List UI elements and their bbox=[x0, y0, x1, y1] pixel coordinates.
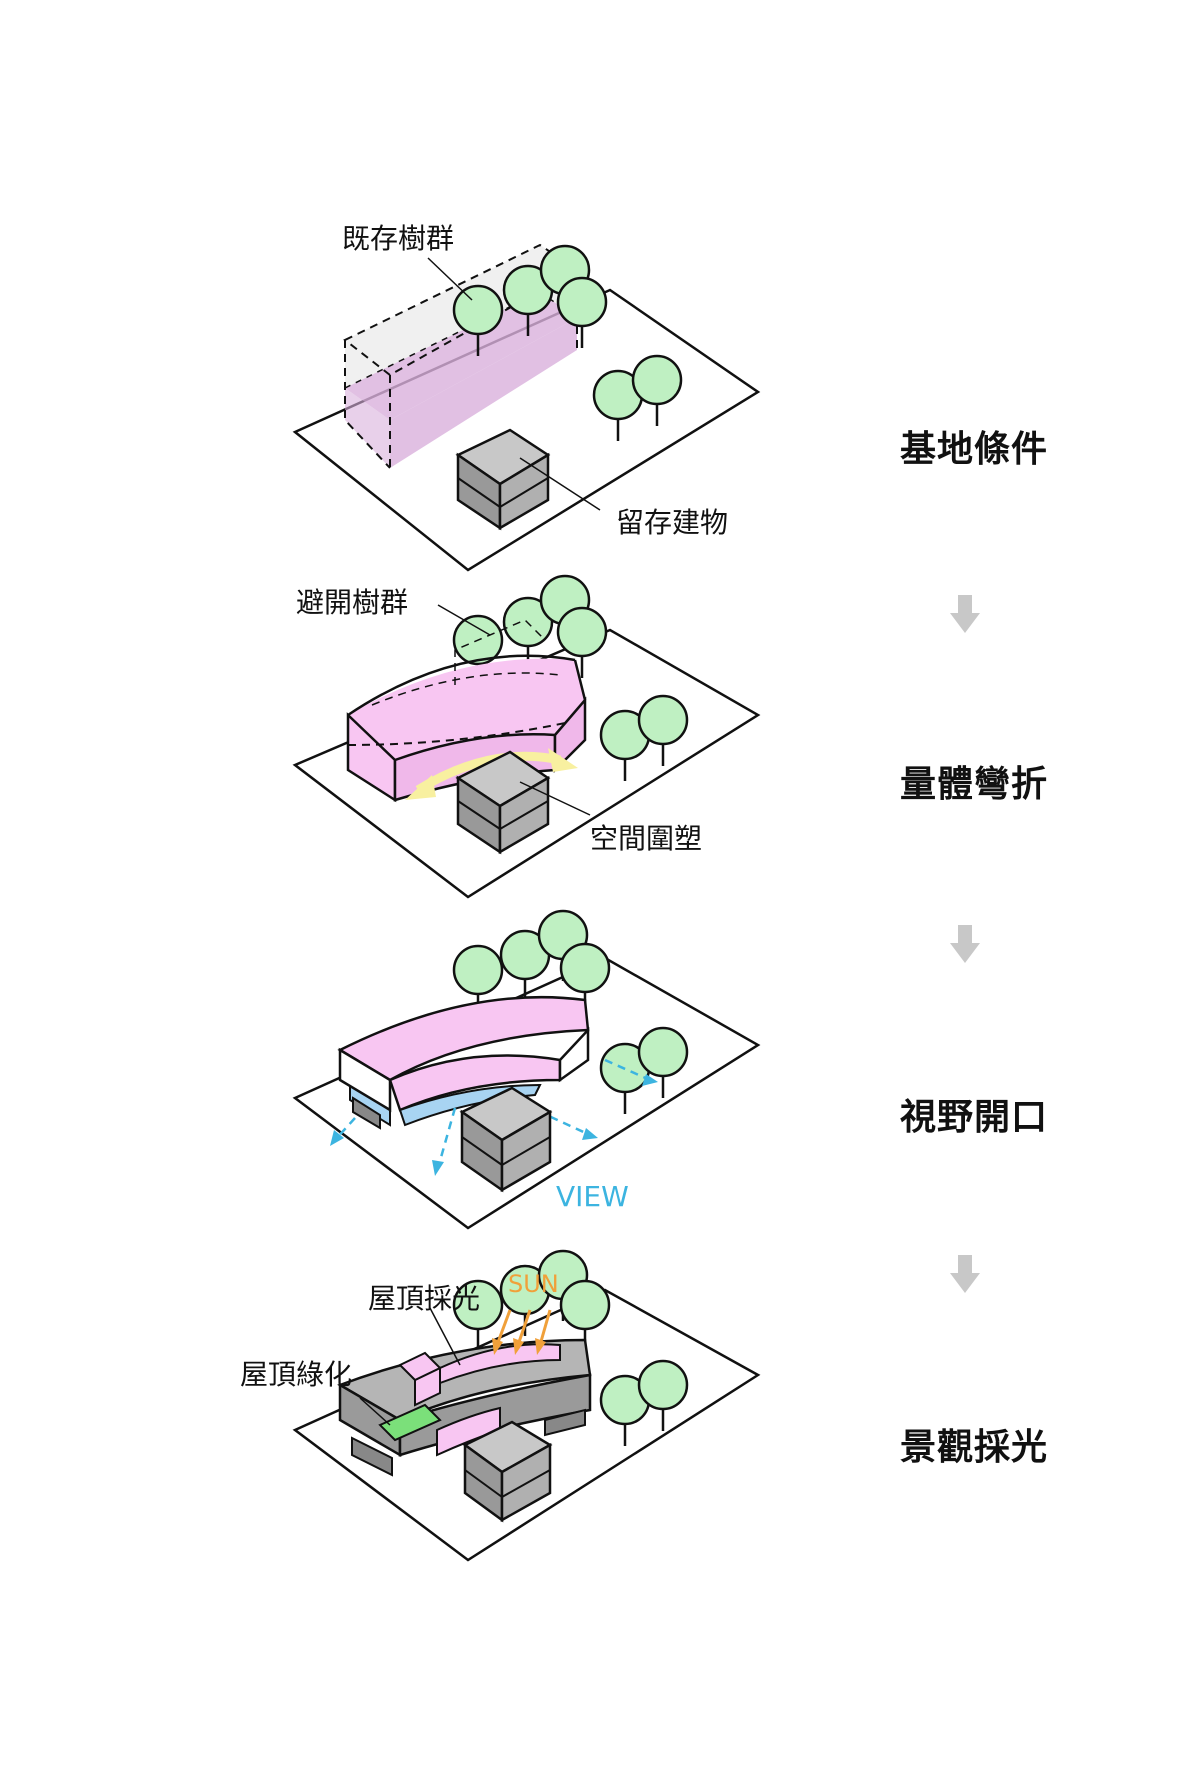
label-roof-daylight: 屋頂採光 bbox=[368, 1282, 480, 1315]
label-sun: SUN bbox=[508, 1270, 559, 1298]
label-roof-greening: 屋頂綠化 bbox=[240, 1358, 352, 1391]
view-arrows bbox=[334, 1058, 651, 1169]
step-title: 視野開口 bbox=[900, 1097, 1049, 1138]
step-title: 景觀採光 bbox=[900, 1427, 1049, 1468]
retained-building bbox=[455, 428, 551, 531]
label-view: VIEW bbox=[556, 1180, 629, 1213]
down-arrow-icon bbox=[950, 595, 980, 633]
step1-diagram: 既存樹群 留存建物 bbox=[292, 222, 761, 572]
step-title: 基地條件 bbox=[900, 429, 1049, 470]
retained-building bbox=[459, 1086, 553, 1193]
sun-arrows bbox=[495, 1309, 552, 1346]
down-arrow-icon bbox=[950, 1255, 980, 1293]
step3-diagram: VIEW bbox=[292, 909, 761, 1230]
retained-building bbox=[462, 1420, 553, 1523]
retained-building bbox=[455, 750, 551, 855]
step2-diagram: 避開樹群 空間圍塑 bbox=[292, 574, 761, 899]
label-space-enclosure: 空間圍塑 bbox=[590, 822, 702, 855]
step-title: 量體彎折 bbox=[900, 764, 1049, 805]
step4-diagram: SUN 屋頂採光 屋頂綠化 bbox=[240, 1249, 761, 1562]
label-existing-trees: 既存樹群 bbox=[342, 222, 454, 255]
down-arrow-icon bbox=[950, 925, 980, 963]
label-avoid-trees: 避開樹群 bbox=[296, 586, 408, 619]
label-retained-building: 留存建物 bbox=[616, 506, 728, 539]
final-volume bbox=[337, 1338, 592, 1477]
rotate-arrow-icon bbox=[415, 751, 561, 794]
